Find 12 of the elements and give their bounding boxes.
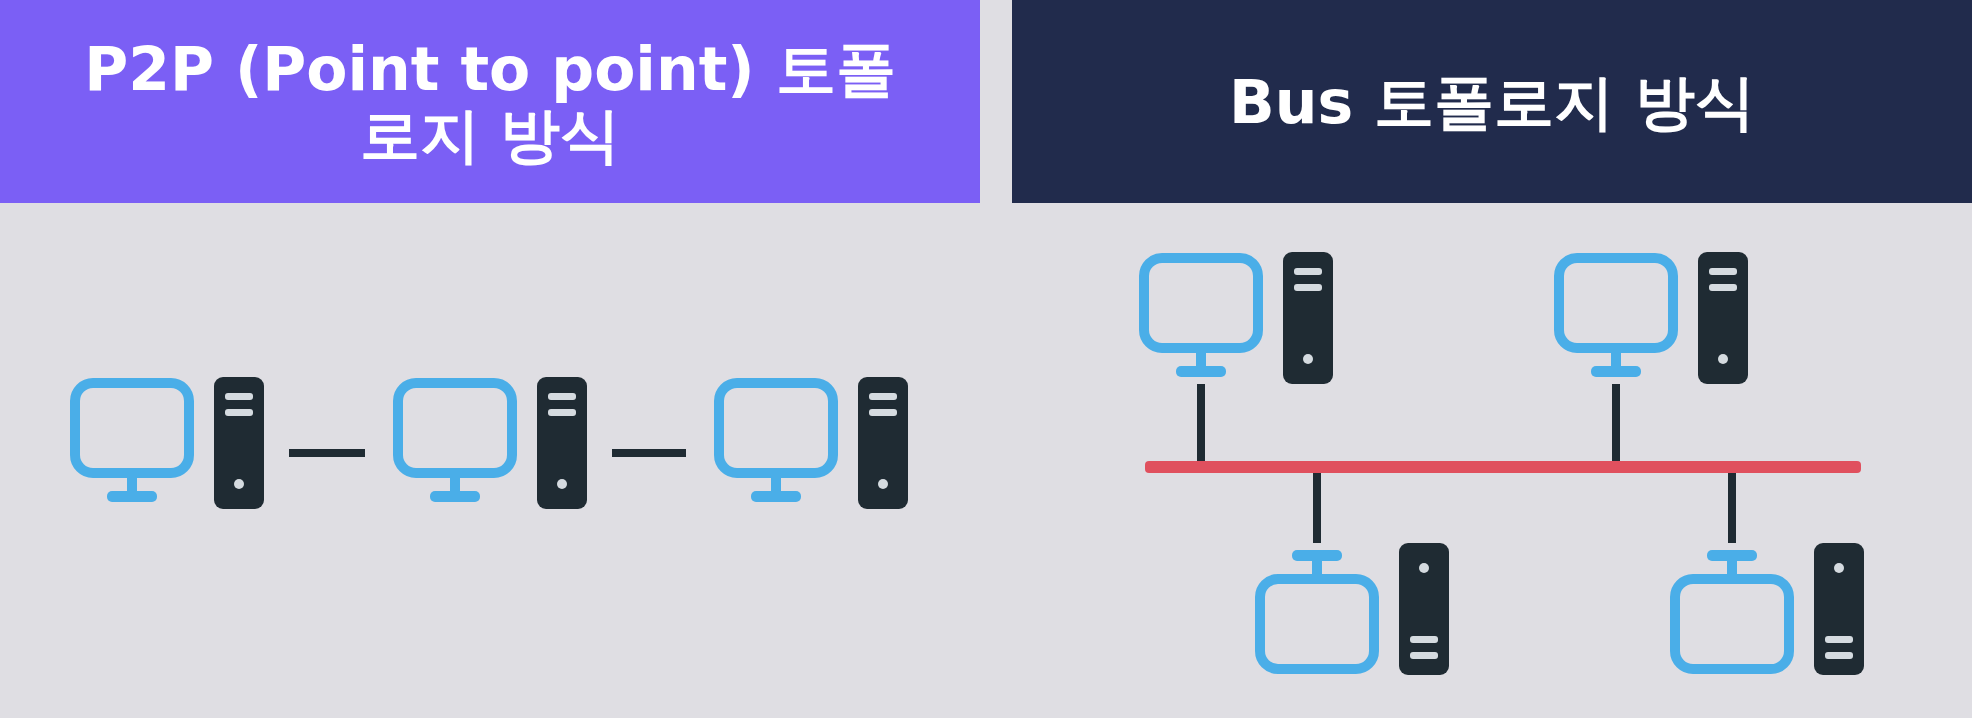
computer-icon <box>713 377 908 509</box>
computer-icon <box>1138 252 1333 384</box>
title-banner <box>0 0 980 203</box>
computer-icon <box>1669 543 1864 675</box>
computer-icon <box>1553 252 1748 384</box>
bus-line <box>1145 461 1861 473</box>
computer-icon <box>69 377 264 509</box>
computer-icon <box>1254 543 1449 675</box>
banner-title: Bus 토폴로지 방식 <box>1229 68 1755 135</box>
title-banner <box>1012 0 1972 203</box>
banner-title: P2P (Point to point) 토폴로지 방식 <box>83 35 897 168</box>
computer-icon <box>392 377 587 509</box>
